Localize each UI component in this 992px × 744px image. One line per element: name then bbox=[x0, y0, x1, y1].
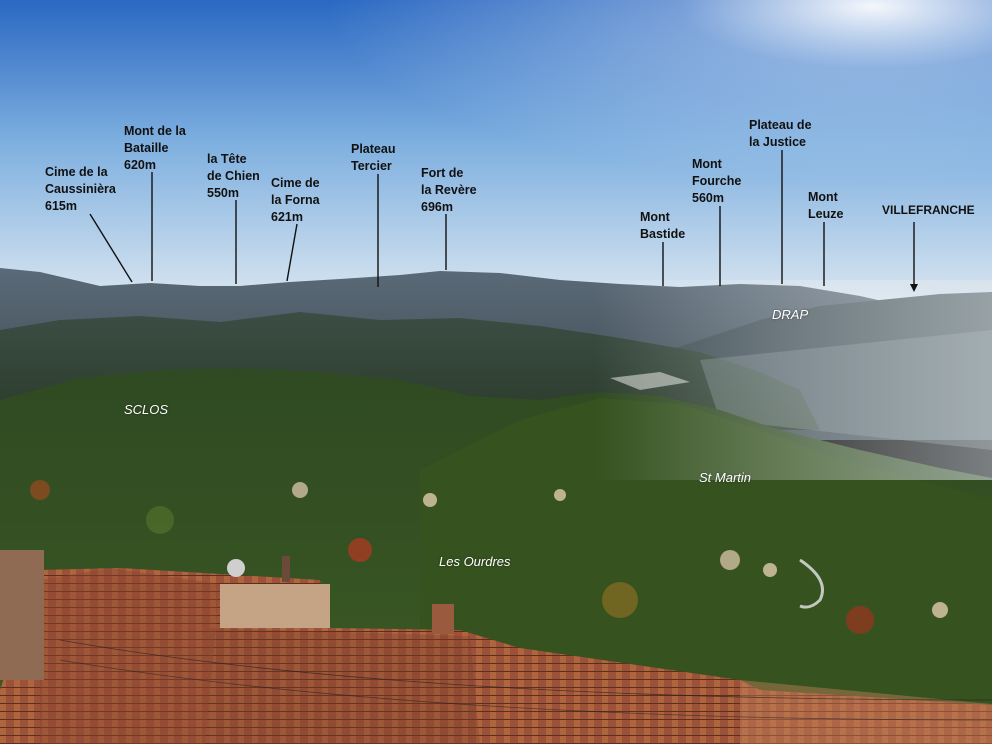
label-line: la Justice bbox=[749, 135, 806, 149]
label-leuze: Mont Leuze bbox=[808, 189, 843, 223]
label-bataille: Mont de la Bataille 620m bbox=[124, 123, 186, 174]
label-line: Plateau bbox=[351, 142, 396, 156]
label-line: Leuze bbox=[808, 207, 844, 221]
label-line: de Chien bbox=[207, 169, 260, 183]
label-line: Mont de la bbox=[124, 124, 186, 138]
label-line: 615m bbox=[45, 199, 77, 213]
label-line: Caussinièra bbox=[45, 182, 116, 196]
label-line: Cime de bbox=[271, 176, 320, 190]
place-drap: DRAP bbox=[772, 307, 809, 322]
label-tete-chien: la Tête de Chien 550m bbox=[207, 151, 260, 202]
label-line: 560m bbox=[692, 191, 724, 205]
label-line: 550m bbox=[207, 186, 239, 200]
label-justice: Plateau de la Justice bbox=[749, 117, 812, 151]
label-line: Cime de la bbox=[45, 165, 108, 179]
label-line: Fort de bbox=[421, 166, 464, 180]
label-line: Bataille bbox=[124, 141, 169, 155]
label-line: 696m bbox=[421, 200, 453, 214]
label-line: la Forna bbox=[271, 193, 320, 207]
label-fourche: Mont Fourche 560m bbox=[692, 156, 741, 207]
label-line: Bastide bbox=[640, 227, 686, 241]
arrowhead-icon bbox=[910, 284, 918, 292]
label-tercier: Plateau Tercier bbox=[351, 141, 395, 175]
place-st-martin: St Martin bbox=[699, 470, 752, 485]
pointer-forna bbox=[286, 223, 298, 282]
label-line: 621m bbox=[271, 210, 303, 224]
label-bastide: Mont Bastide bbox=[640, 209, 685, 243]
label-line: VILLEFRANCHE bbox=[882, 203, 975, 217]
peak-pointers bbox=[89, 150, 918, 292]
label-line: Plateau de bbox=[749, 118, 812, 132]
label-line: 620m bbox=[124, 158, 156, 172]
place-les-ourdres: Les Ourdres bbox=[439, 554, 511, 569]
label-forna: Cime de la Forna 621m bbox=[271, 175, 320, 226]
pointer-caussiniera bbox=[89, 213, 133, 283]
label-line: Mont bbox=[808, 190, 838, 204]
label-line: Mont bbox=[692, 157, 722, 171]
place-sclos: SCLOS bbox=[124, 402, 169, 417]
label-villefranche: VILLEFRANCHE bbox=[882, 202, 975, 219]
label-line: la Tête bbox=[207, 152, 247, 166]
label-revere: Fort de la Revère 696m bbox=[421, 165, 477, 216]
label-line: Mont bbox=[640, 210, 670, 224]
label-caussiniera: Cime de la Caussinièra 615m bbox=[45, 164, 116, 215]
label-line: Fourche bbox=[692, 174, 742, 188]
label-line: Tercier bbox=[351, 159, 392, 173]
label-line: la Revère bbox=[421, 183, 477, 197]
